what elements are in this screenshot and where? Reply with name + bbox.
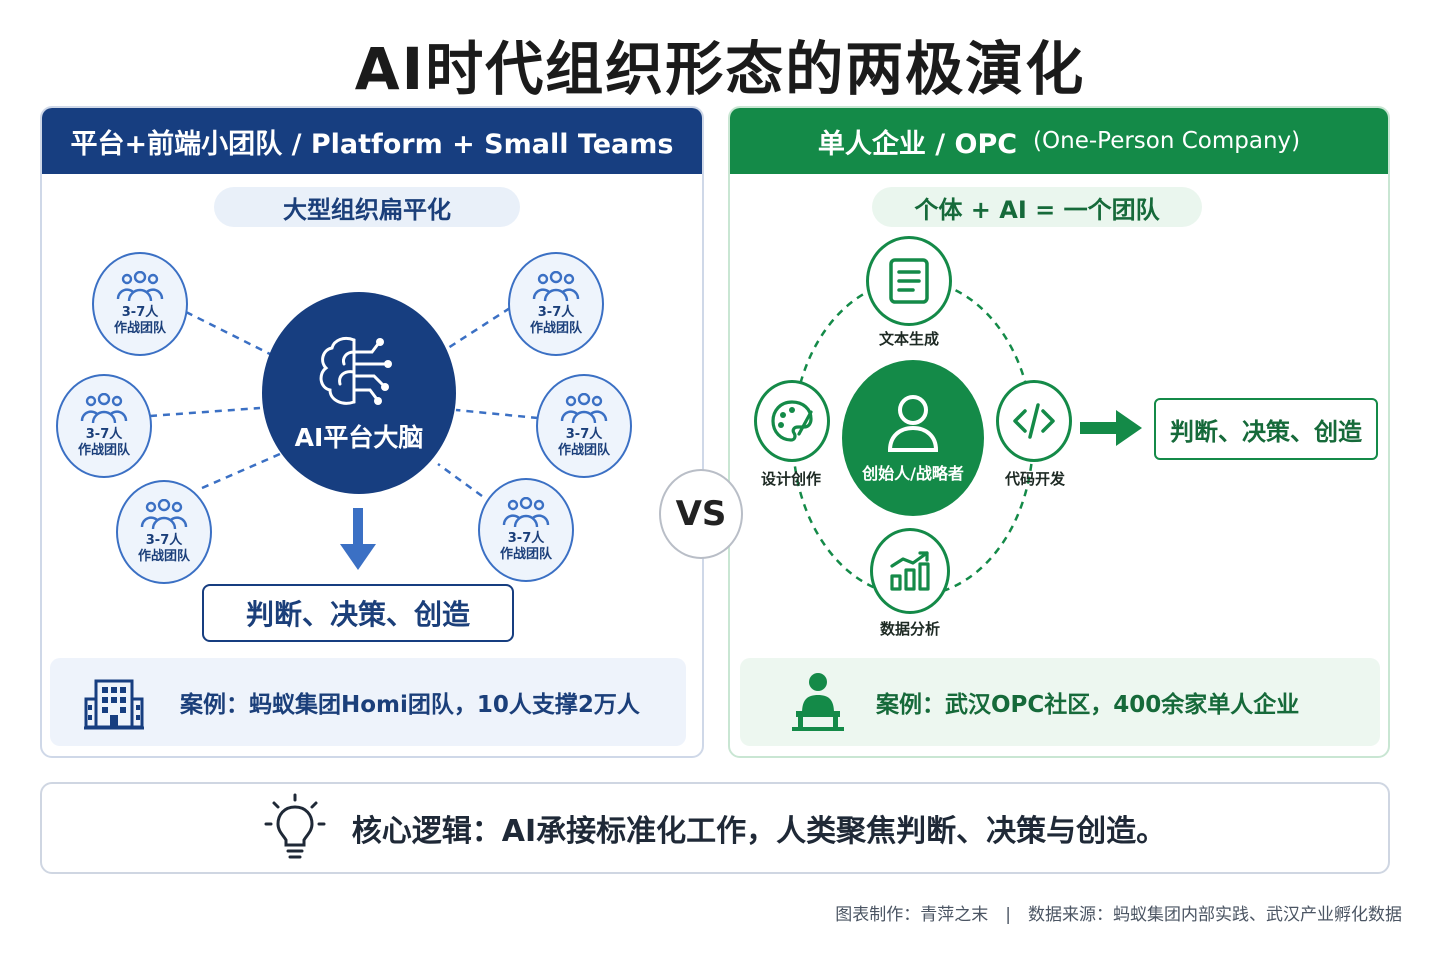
text-generation-node: [866, 236, 952, 326]
vs-badge: VS: [659, 469, 743, 559]
people-group-icon: [140, 499, 188, 530]
small-team-node: 3-7人 作战团队: [56, 374, 152, 478]
opc-outcome-box: 判断、决策、创造: [1154, 398, 1378, 460]
opc-subtitle-pill: 个体 + AI = 一个团队: [872, 187, 1202, 227]
document-icon: [889, 258, 929, 304]
text-generation-label: 文本生成: [878, 330, 939, 348]
opc-header-subtitle: (One-Person Company): [1033, 128, 1301, 154]
platform-case-text: 案例：蚂蚁集团Homi团队，10人支撑2万人: [180, 692, 640, 718]
opc-case-text: 案例：武汉OPC社区，400余家单人企业: [876, 692, 1300, 718]
small-team-node: 3-7人 作战团队: [508, 252, 604, 356]
person-at-desk-icon: [788, 671, 848, 733]
founder-label: 创始人/战略者: [862, 464, 964, 483]
ai-platform-brain: AI平台大脑: [262, 292, 456, 494]
team-name: 作战团队: [137, 549, 190, 564]
people-group-icon: [116, 271, 164, 302]
data-analysis-label: 数据分析: [879, 620, 940, 638]
page-title: AI时代组织形态的两极演化: [354, 35, 1086, 103]
brain-circuit-icon: [319, 336, 392, 405]
opc-case-bar: 案例：武汉OPC社区，400余家单人企业: [740, 658, 1380, 746]
arrow-right-icon: [1080, 410, 1142, 446]
small-team-node: 3-7人 作战团队: [478, 478, 574, 582]
platform-case-bar: 案例：蚂蚁集团Homi团队，10人支撑2万人: [50, 658, 686, 746]
founder-node: 创始人/战略者: [842, 360, 984, 516]
team-size: 3-7人: [121, 305, 159, 320]
small-team-node: 3-7人 作战团队: [116, 480, 212, 584]
opc-panel: 单人企业 / OPC (One-Person Company) 个体 + AI …: [728, 106, 1390, 758]
design-label: 设计创作: [760, 470, 821, 488]
palette-icon: [771, 400, 813, 442]
team-size: 3-7人: [565, 427, 603, 442]
platform-header-title: 平台+前端小团队 / Platform + Small Teams: [70, 128, 674, 160]
team-name: 作战团队: [529, 321, 582, 336]
team-name: 作战团队: [499, 547, 552, 562]
platform-panel: 平台+前端小团队 / Platform + Small Teams 大型组织扁平…: [40, 106, 704, 758]
source-footer: 图表制作：青萍之末 | 数据来源：蚂蚁集团内部实践、武汉产业孵化数据: [835, 905, 1402, 925]
design-node: [754, 380, 830, 462]
lightbulb-icon: [264, 793, 326, 859]
small-team-node: 3-7人 作战团队: [536, 374, 632, 478]
people-group-icon: [532, 271, 580, 302]
ai-platform-label: AI平台大脑: [294, 423, 424, 452]
opc-panel-header: 单人企业 / OPC (One-Person Company): [730, 108, 1388, 174]
platform-subtitle-pill: 大型组织扁平化: [214, 187, 520, 227]
team-name: 作战团队: [113, 321, 166, 336]
code-node: [996, 380, 1072, 462]
team-size: 3-7人: [145, 533, 183, 548]
arrow-down-icon: [340, 508, 376, 570]
code-label: 代码开发: [1004, 470, 1065, 488]
people-group-icon: [560, 393, 608, 424]
office-building-icon: [82, 673, 146, 731]
platform-connector-lines: [149, 306, 539, 570]
person-icon: [887, 395, 939, 452]
team-size: 3-7人: [507, 531, 545, 546]
people-group-icon: [80, 393, 128, 424]
bar-chart-icon: [890, 551, 930, 591]
team-name: 作战团队: [557, 443, 610, 458]
core-logic-text: 核心逻辑：AI承接标准化工作，人类聚焦判断、决策与创造。: [351, 814, 1167, 849]
opc-header-title: 单人企业 / OPC: [817, 128, 1018, 160]
people-group-icon: [502, 497, 550, 528]
data-analysis-node: [870, 528, 950, 614]
team-size: 3-7人: [85, 427, 123, 442]
platform-panel-header: 平台+前端小团队 / Platform + Small Teams: [42, 108, 702, 174]
small-team-node: 3-7人 作战团队: [92, 252, 188, 356]
team-name: 作战团队: [77, 443, 130, 458]
code-icon: [1013, 403, 1055, 439]
team-size: 3-7人: [537, 305, 575, 320]
core-logic-bar: 核心逻辑：AI承接标准化工作，人类聚焦判断、决策与创造。: [40, 782, 1390, 874]
platform-outcome-box: 判断、决策、创造: [202, 584, 514, 642]
